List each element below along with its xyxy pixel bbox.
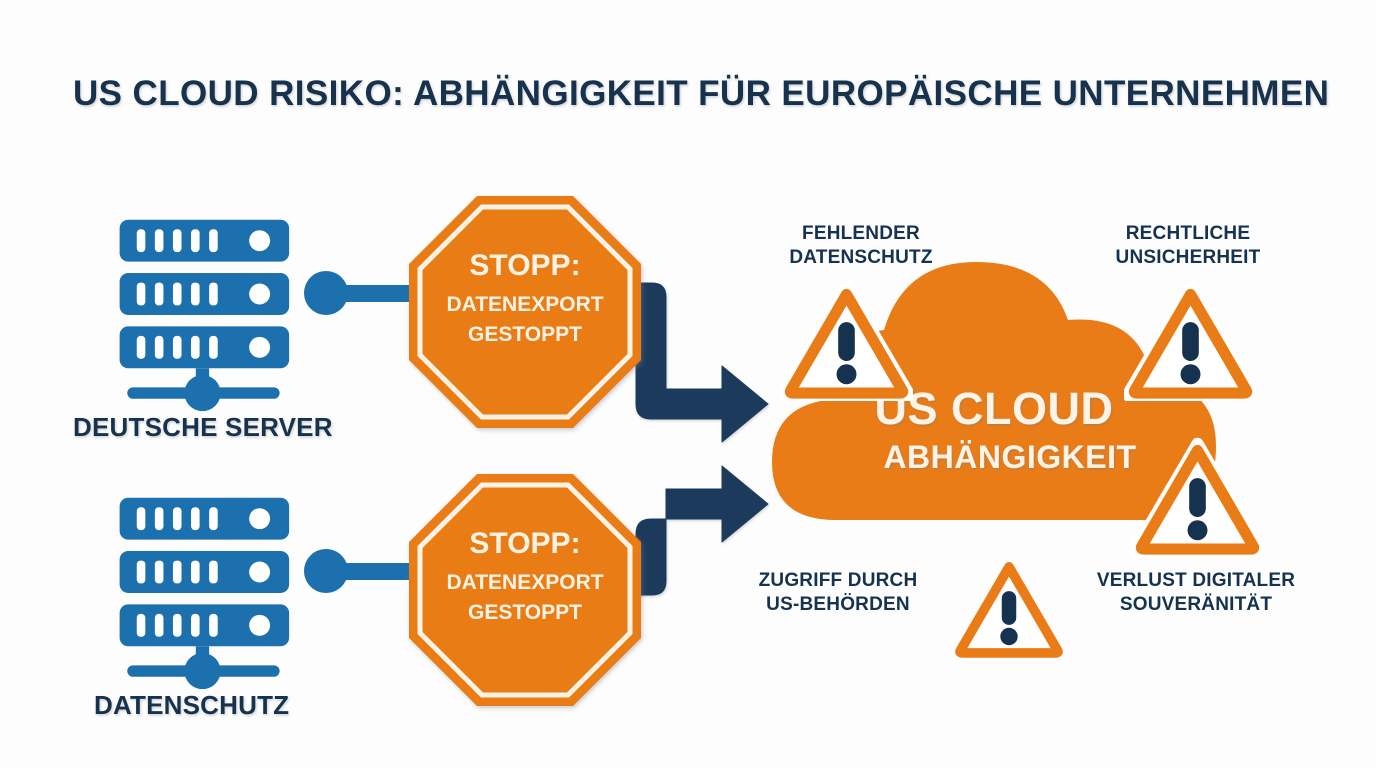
risk-label-line2: US-BEHÖRDEN bbox=[766, 594, 910, 615]
risk-label-line1: VERLUST DIGITALER bbox=[1097, 570, 1295, 591]
svg-text:US CLOUD RISIKO: ABHÄNGIGKEIT: US CLOUD RISIKO: ABHÄNGIGKEIT FÜR EUROPÄ… bbox=[73, 74, 1329, 113]
stop-inner-border bbox=[417, 482, 633, 698]
risk-zugriff-us-behoerden[interactable]: ZUGRIFF DURCH US-BEHÖRDEN bbox=[759, 567, 1058, 653]
stop-inner-border bbox=[417, 204, 633, 420]
warning-triangle-icon bbox=[1128, 288, 1252, 397]
flow-arrow-top bbox=[603, 282, 769, 443]
risk-verlust-souveraenitaet[interactable]: VERLUST DIGITALER SOUVERÄNITÄT bbox=[1097, 444, 1295, 615]
risk-label-line1: FEHLENDER bbox=[802, 223, 920, 244]
stop-line-1: STOPP: bbox=[469, 249, 580, 282]
source-node-deutsche-server[interactable]: DEUTSCHE SERVER bbox=[73, 219, 333, 442]
stop-line-2: DATENEXPORT bbox=[446, 571, 603, 594]
server-rack-icon bbox=[119, 219, 290, 412]
risk-fehlender-datenschutz[interactable]: FEHLENDER DATENSCHUTZ bbox=[784, 223, 933, 396]
cloud-title-line1: US CLOUD bbox=[875, 383, 1114, 434]
risk-label-line1: RECHTLICHE bbox=[1126, 223, 1250, 244]
stop-line-1: STOPP: bbox=[469, 527, 580, 560]
risk-rechtliche-unsicherheit[interactable]: RECHTLICHE UNSICHERHEIT bbox=[1116, 223, 1261, 396]
page-title: US CLOUD RISIKO: ABHÄNGIGKEIT FÜR EUROPÄ… bbox=[73, 74, 1329, 113]
cloud-title-line2: ABHÄNGIGKEIT bbox=[883, 439, 1136, 475]
cloud-node[interactable]: US CLOUD ABHÄNGIGKEIT bbox=[772, 262, 1216, 520]
stop-line-2: DATENEXPORT bbox=[446, 293, 603, 316]
blocker-stop-bottom[interactable]: STOPP: DATENEXPORT GESTOPPT bbox=[409, 474, 641, 706]
warning-triangle-icon bbox=[960, 567, 1058, 653]
source-label: DATENSCHUTZ bbox=[94, 690, 289, 720]
risk-label-line1: ZUGRIFF DURCH bbox=[759, 570, 918, 591]
risk-label-line2: UNSICHERHEIT bbox=[1116, 247, 1261, 268]
server-rack-icon bbox=[119, 497, 290, 690]
risk-label-line2: SOUVERÄNITÄT bbox=[1120, 594, 1272, 615]
flow-arrow-bottom bbox=[603, 465, 769, 596]
source-label: DEUTSCHE SERVER bbox=[73, 412, 333, 442]
stop-line-3: GESTOPPT bbox=[468, 601, 582, 624]
source-node-datenschutz[interactable]: DATENSCHUTZ bbox=[94, 497, 290, 720]
cloud-icon bbox=[772, 262, 1216, 520]
stop-line-3: GESTOPPT bbox=[468, 323, 582, 346]
risk-label-line2: DATENSCHUTZ bbox=[789, 247, 932, 268]
blocker-stop-top[interactable]: STOPP: DATENEXPORT GESTOPPT bbox=[409, 196, 641, 428]
